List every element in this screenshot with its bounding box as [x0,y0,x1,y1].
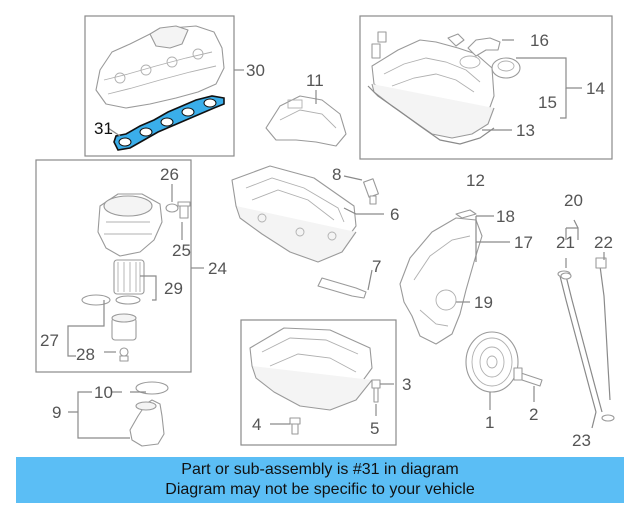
dipstick-tube [557,270,603,413]
callout-22: 22 [594,233,613,252]
drain-plug-bolt [289,417,301,435]
callout-13: 13 [516,121,535,140]
banner-line-part: Part or sub-assembly is #31 in diagram [181,461,459,478]
oil-filter-cap [111,313,137,341]
callout-21: 21 [556,233,575,252]
filter-o-ring-large [81,294,111,306]
callout-25: 25 [172,241,191,260]
dipstick-tube-seal [560,272,572,280]
callout-12: 12 [466,171,485,190]
callout-15: 15 [538,93,557,112]
callout-9: 9 [52,403,61,422]
callout-30: 30 [246,61,265,80]
sealant-tube [317,277,367,299]
dipstick [595,257,611,401]
callout-28: 28 [76,345,95,364]
callout-24: 24 [208,259,227,278]
filter-housing-bolt [177,201,191,219]
callout-19: 19 [474,293,493,312]
callout-6: 6 [390,205,399,224]
intake-manifold-gasket-highlighted [113,95,225,151]
group-box-lower-oil-pan [240,319,397,446]
callout-18: 18 [496,207,515,226]
timing-cover [399,217,483,345]
timing-cover-seal [455,209,477,219]
oil-pickup-tube [129,399,165,447]
callout-27: 27 [40,331,59,350]
group-box-valve-cover [359,15,613,160]
callout-2: 2 [529,405,538,424]
oil-filter-element [113,259,145,295]
valve-cover-gasket [367,85,495,145]
valve-cover-bolt [371,31,387,59]
info-banner: Part or sub-assembly is #31 in diagram D… [16,457,624,503]
upper-oil-pan [231,165,357,263]
oil-filter-housing [97,193,163,257]
leader-lines [67,39,605,439]
filter-o-ring-small [115,295,141,305]
callout-3: 3 [402,375,411,394]
callout-14: 14 [586,79,605,98]
callout-1: 1 [485,413,494,432]
crankshaft-pulley [465,331,519,393]
dipstick-o-ring [601,414,615,422]
oil-level-sensor [363,178,379,205]
lower-oil-pan [249,327,373,411]
callout-5: 5 [370,419,379,438]
callout-16: 16 [530,31,549,50]
callout-10: 10 [94,383,113,402]
breather-hose [447,33,501,57]
pcv-valve [491,57,521,79]
banner-line-disclaimer: Diagram may not be specific to your vehi… [165,481,475,498]
drain-plug [119,347,129,362]
group-box-intake-manifold [84,15,235,157]
baffle-plate [265,95,347,147]
oil-pan-drain-plug [371,379,381,403]
callout-29: 29 [164,279,183,298]
pickup-o-ring [135,381,169,395]
callout-23: 23 [572,431,591,450]
callout-7: 7 [372,257,381,276]
callout-31: 31 [94,119,113,138]
callout-20: 20 [564,191,583,210]
valve-cover [371,39,495,139]
callout-8: 8 [332,165,341,184]
group-box-oil-filter-housing [35,159,192,373]
intake-manifold [95,25,225,109]
filter-housing-seal [165,203,179,213]
pulley-bolt [513,367,543,387]
callout-17: 17 [514,233,533,252]
callout-4: 4 [252,415,261,434]
callout-26: 26 [160,165,179,184]
callout-11: 11 [306,71,324,90]
